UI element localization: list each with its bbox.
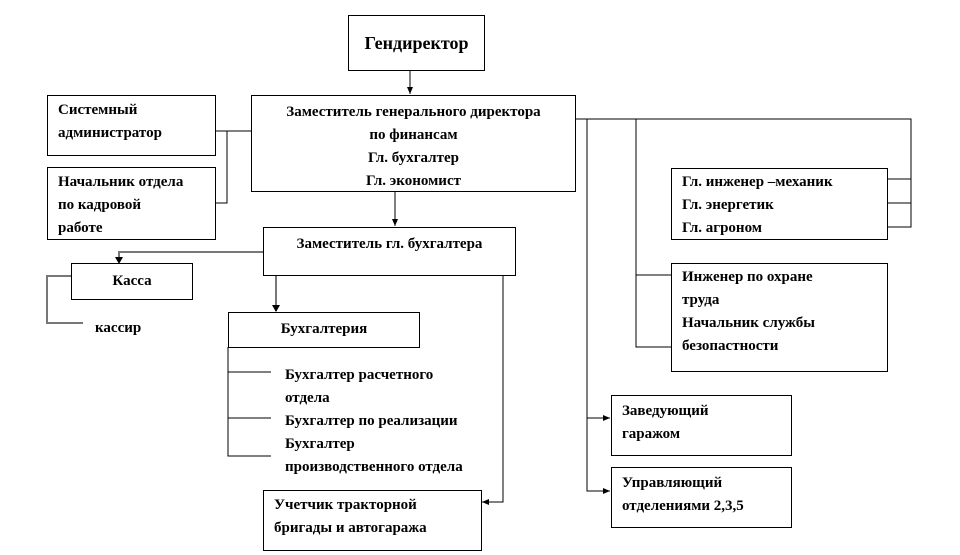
hr-line: по кадровой: [58, 197, 142, 213]
accountant-item: производственного отдела: [285, 459, 463, 475]
deputy-accountant-box: Заместитель гл. бухгалтера: [263, 227, 516, 276]
safety-line: Инженер по охране: [682, 269, 813, 285]
accounting-box: Бухгалтерия: [228, 312, 420, 348]
hr-line: Начальник отдела: [58, 174, 184, 190]
cash-box: Касса: [71, 263, 193, 300]
safety-line: безопастности: [682, 338, 779, 354]
hr-line: работе: [58, 220, 103, 236]
engineer-line: Гл. инженер –механик: [682, 174, 833, 190]
engineer-line: Гл. агроном: [682, 220, 762, 236]
sysadmin-box: Системный администратор: [47, 95, 216, 156]
ceo-box: Гендиректор: [348, 15, 485, 71]
accountant-item: Бухгалтер расчетного: [285, 367, 434, 383]
accountant-list: Бухгалтер расчетного отдела Бухгалтер по…: [285, 364, 463, 479]
garage-line: гаражом: [622, 426, 681, 442]
deputy-line: Гл. экономист: [366, 173, 461, 189]
sysadmin-line: Системный: [58, 102, 138, 118]
safety-box: Инженер по охране труда Начальник службы…: [671, 263, 888, 372]
divisions-line: отделениями 2,3,5: [622, 498, 744, 514]
accountant-item: Бухгалтер: [285, 436, 355, 452]
garage-line: Заведующий: [622, 403, 709, 419]
chief-engineers-box: Гл. инженер –механик Гл. энергетик Гл. а…: [671, 168, 888, 240]
deputy-line: по финансам: [369, 127, 458, 143]
divisions-box: Управляющий отделениями 2,3,5: [611, 467, 792, 528]
hr-box: Начальник отдела по кадровой работе: [47, 167, 216, 240]
deputy-line: Гл. бухгалтер: [368, 150, 459, 166]
sysadmin-line: администратор: [58, 125, 162, 141]
cashier-label: кассир: [95, 320, 142, 336]
tractor-line: Учетчик тракторной: [274, 497, 417, 513]
tractor-line: бригады и автогаража: [274, 520, 427, 536]
deputy-line: Заместитель генерального директора: [286, 104, 541, 120]
deputy-finance-box: Заместитель генерального директора по фи…: [251, 95, 576, 192]
garage-box: Заведующий гаражом: [611, 395, 792, 456]
accountant-item: Бухгалтер по реализации: [285, 413, 458, 429]
divisions-line: Управляющий: [622, 475, 723, 491]
tractor-accountant-box: Учетчик тракторной бригады и автогаража: [263, 490, 482, 551]
safety-line: труда: [682, 292, 720, 308]
engineer-line: Гл. энергетик: [682, 197, 774, 213]
safety-line: Начальник службы: [682, 315, 815, 331]
accountant-item: отдела: [285, 390, 330, 406]
